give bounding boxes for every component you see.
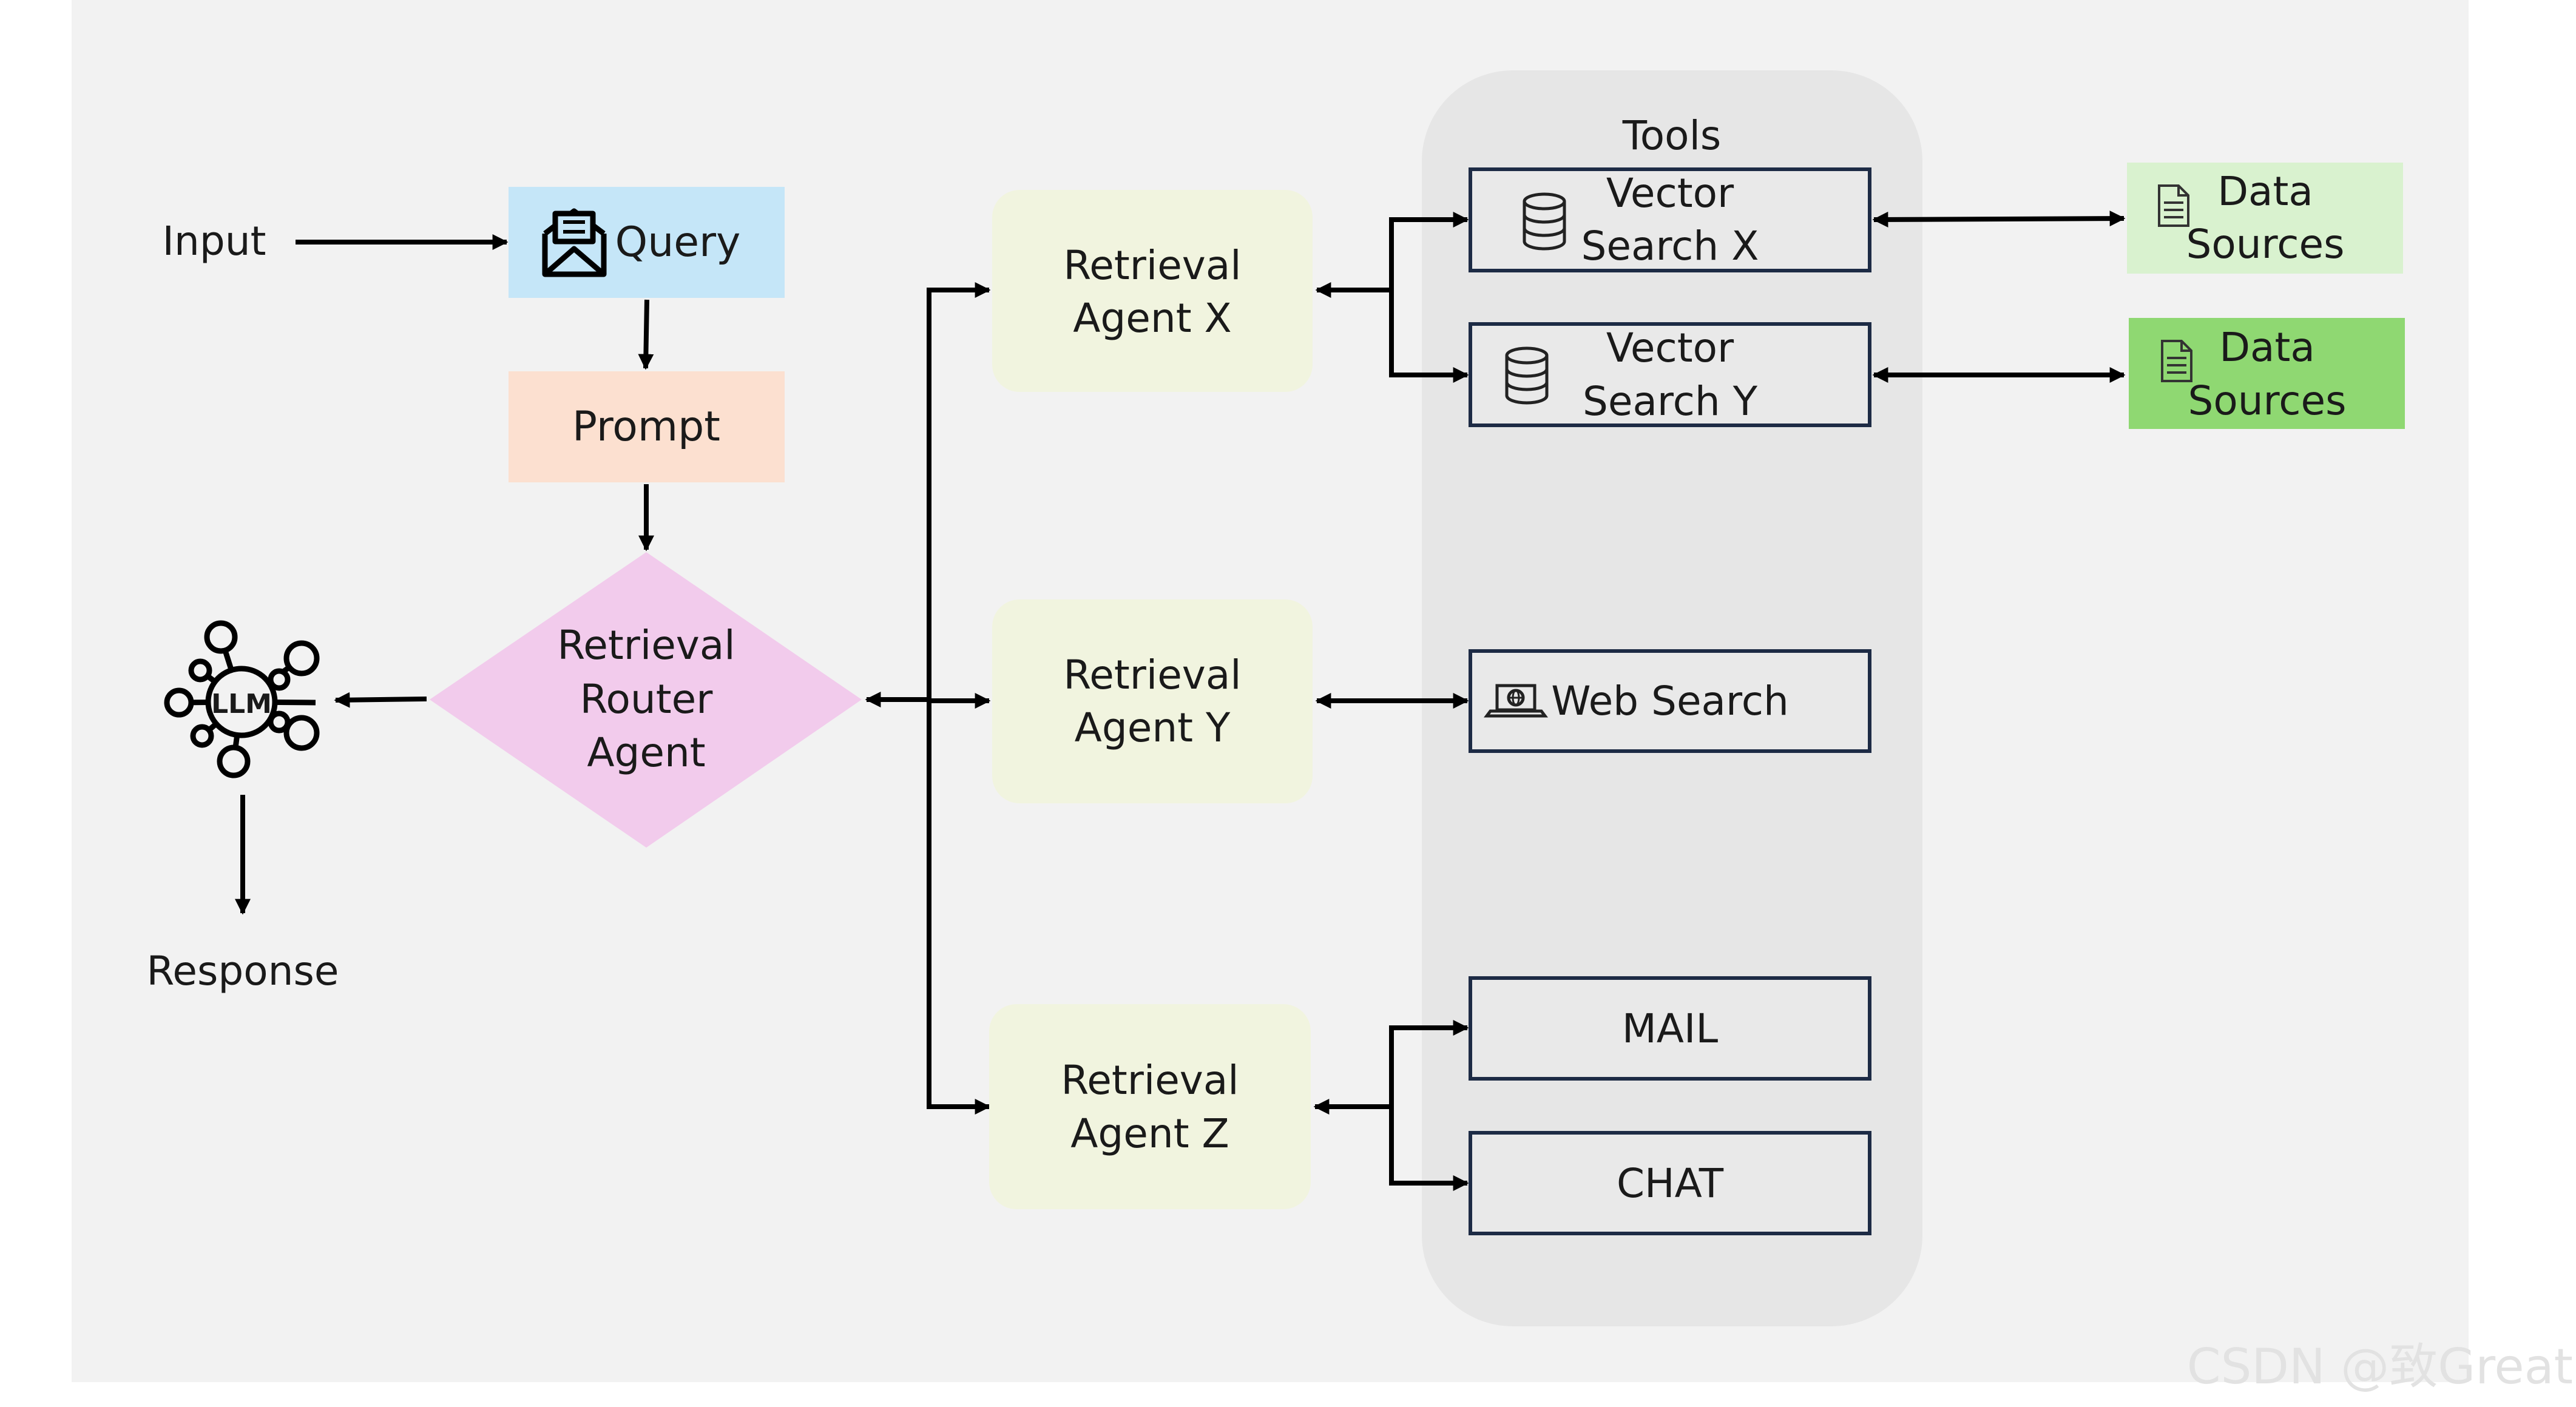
query-to-prompt-arrow	[638, 299, 654, 370]
router-diamond	[430, 552, 862, 848]
data-sources-b-line1: Data	[2219, 324, 2315, 371]
input-label: Input	[163, 218, 266, 265]
database-icon	[1505, 346, 1549, 405]
vector-x-to-data-arrow	[1872, 211, 2126, 228]
vector-search-y-box	[1469, 322, 1871, 427]
agent-y-line2: Agent Y	[1075, 704, 1231, 751]
agent-x-box	[992, 190, 1313, 392]
document-icon	[2161, 340, 2192, 382]
web-search-label: Web Search	[1551, 678, 1789, 724]
mail-box	[1469, 976, 1871, 1081]
chat-label: CHAT	[1617, 1160, 1724, 1207]
chat-box	[1469, 1131, 1871, 1235]
agent-z-box	[989, 1004, 1311, 1209]
prompt-label: Prompt	[572, 403, 720, 451]
mail-label: MAIL	[1622, 1005, 1719, 1052]
document-icon	[2158, 184, 2189, 227]
data-sources-a-line2: Sources	[2186, 221, 2344, 268]
agent-y-line1: Retrieval	[1063, 652, 1241, 698]
envelope-icon	[542, 208, 607, 277]
tools-title: Tools	[1622, 112, 1722, 159]
data-sources-b-line2: Sources	[2188, 377, 2346, 424]
database-icon	[1523, 192, 1566, 251]
watermark: CSDN @致Great	[2187, 1338, 2573, 1395]
web-search-box	[1469, 649, 1871, 753]
vector-search-y-line2: Search Y	[1583, 378, 1758, 425]
llm-label: LLM	[211, 689, 272, 720]
vector-search-y-line1: Vector	[1606, 325, 1734, 371]
laptop-globe-icon	[1484, 684, 1548, 718]
agent-y-box	[992, 599, 1313, 803]
prompt-box	[509, 371, 785, 482]
data-sources-a-line1: Data	[2217, 168, 2313, 215]
router-label-line1: Retrieval	[557, 622, 735, 669]
router-label-line3: Agent	[587, 729, 705, 776]
vector-search-x-line2: Search X	[1581, 223, 1759, 269]
agent-x-line1: Retrieval	[1063, 242, 1241, 289]
router-label-line2: Router	[580, 676, 714, 723]
agent-z-line1: Retrieval	[1061, 1057, 1239, 1104]
agent-x-line2: Agent X	[1073, 295, 1232, 342]
response-label: Response	[147, 948, 339, 994]
llm-network-icon	[164, 620, 320, 778]
query-label: Query	[615, 218, 741, 266]
router-to-llm-arrow	[334, 692, 427, 708]
agent-z-line2: Agent Z	[1070, 1110, 1229, 1157]
vector-search-x-line1: Vector	[1606, 170, 1734, 217]
vector-search-x-box	[1469, 167, 1871, 272]
